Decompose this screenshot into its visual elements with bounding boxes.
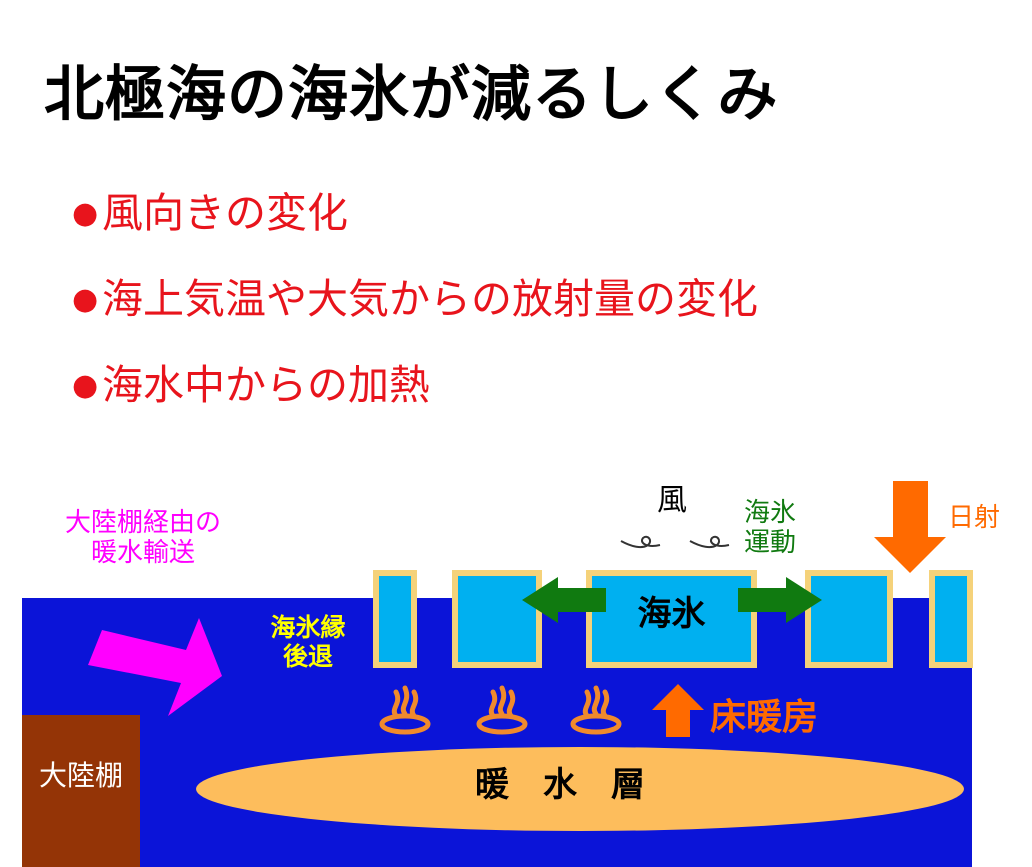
page-title: 北極海の海氷が減るしくみ — [44, 60, 779, 130]
label-line: 海氷縁 — [270, 613, 346, 642]
floor-heating-label: 床暖房 — [710, 697, 819, 738]
label-line: 運動 — [744, 527, 797, 558]
warm-water-layer — [196, 747, 964, 831]
bullet-text: 海上気温や大気からの放射量の変化 — [102, 275, 758, 323]
warm-transport-arrow-icon — [88, 618, 222, 716]
sea-ice-label: 海氷 — [637, 594, 706, 634]
continental-shelf — [22, 715, 140, 867]
ice-floe — [373, 570, 417, 668]
bullet-item: ●海水中からの加熱 — [72, 350, 758, 436]
bullet-item: ●海上気温や大気からの放射量の変化 — [72, 264, 758, 350]
solar-label: 日射 — [948, 503, 1001, 533]
shelf-transport-label: 大陸棚経由の 暖水輸送 — [40, 508, 246, 569]
bullet-dot-icon: ● — [72, 368, 99, 403]
ice-motion-label: 海氷 運動 — [744, 498, 797, 559]
ice-floe-main — [586, 570, 757, 668]
bullet-text: 風向きの変化 — [102, 189, 348, 237]
ice-floe — [805, 570, 893, 668]
ice-edge-retreat-label: 海氷縁 後退 — [256, 613, 360, 672]
bullet-text: 海水中からの加熱 — [102, 361, 430, 409]
heating-up-arrow-icon — [652, 684, 704, 737]
wind-icon — [620, 535, 661, 549]
bullet-list: ●風向きの変化 ●海上気温や大気からの放射量の変化 ●海水中からの加熱 — [72, 178, 758, 436]
bullet-item: ●風向きの変化 — [72, 178, 758, 264]
warm-layer-label: 暖 水 層 — [475, 765, 645, 805]
label-line: 大陸棚経由の — [64, 508, 221, 538]
bullet-dot-icon: ● — [72, 282, 99, 317]
ice-motion-left-arrow-icon — [522, 577, 606, 623]
ice-floe — [929, 570, 973, 668]
solar-arrow-icon — [874, 481, 946, 573]
wind-icon — [689, 535, 730, 549]
ice-floe — [452, 570, 542, 668]
label-line: 暖水輸送 — [90, 537, 195, 568]
ice-motion-right-arrow-icon — [738, 577, 822, 623]
shelf-label: 大陸棚 — [38, 759, 123, 792]
bullet-dot-icon: ● — [72, 196, 99, 231]
label-line: 海氷 — [744, 498, 797, 528]
label-line: 後退 — [282, 641, 333, 671]
wind-label: 風 — [657, 483, 687, 518]
